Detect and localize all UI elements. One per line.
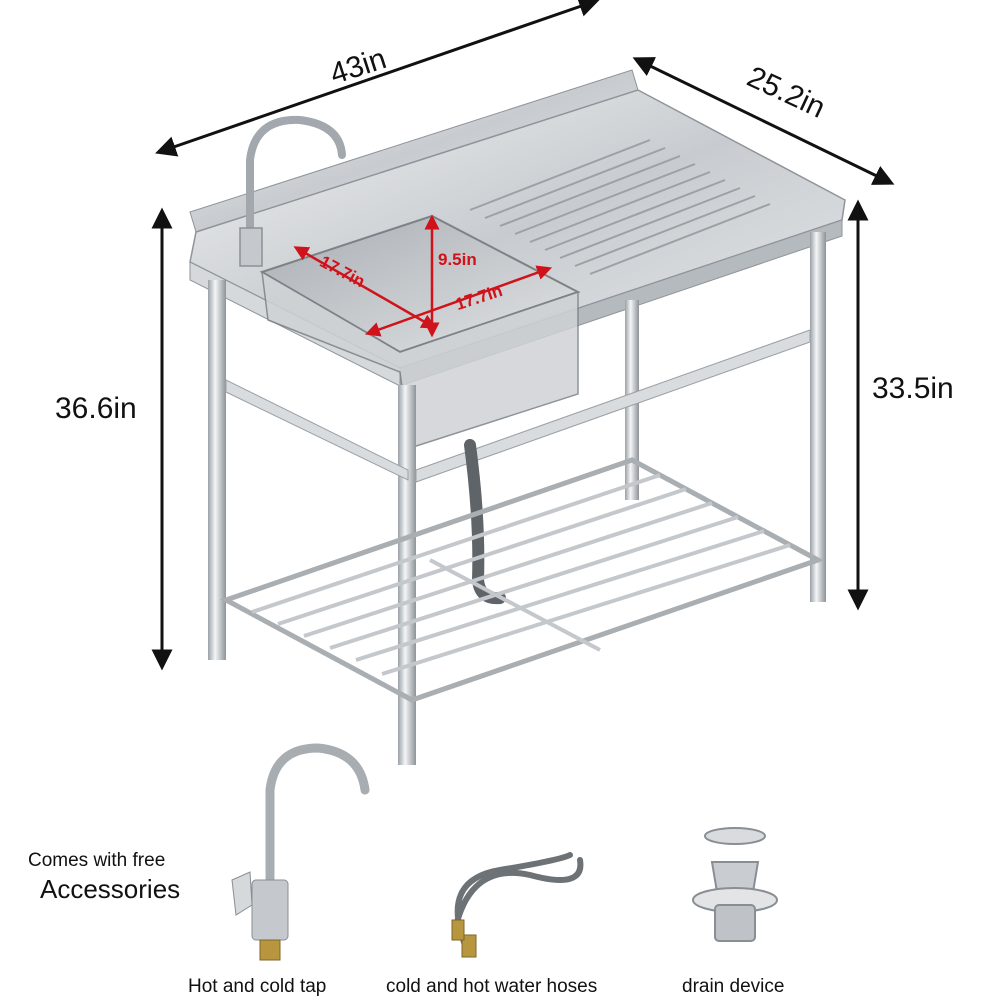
bottom-shelf — [219, 457, 825, 703]
accessories-intro: Comes with free — [28, 850, 166, 871]
total-height-dimension-label: 36.6in — [55, 392, 137, 425]
dimension-line-width — [155, 0, 600, 157]
drain-strainer-icon — [692, 827, 778, 942]
drainboard-grooves — [469, 139, 771, 275]
accessory-caption-drain: drain device — [682, 976, 785, 997]
shelf-slats — [251, 473, 791, 676]
basin-depth-label: 9.5in — [438, 250, 477, 269]
leg-front-right — [398, 385, 416, 765]
leg-front-left — [208, 280, 226, 660]
installed-faucet — [239, 115, 346, 267]
accessory-caption-hoses: cold and hot water hoses — [386, 976, 598, 997]
counter-height-dimension-label: 33.5in — [872, 372, 954, 405]
faucet-icon — [231, 743, 370, 961]
crossbar-upper — [225, 379, 409, 481]
leg-back-right — [810, 232, 826, 602]
dimension-line-depth — [632, 57, 895, 185]
accessories-heading: Accessories — [40, 874, 181, 904]
crossbar-upper-side — [415, 329, 811, 483]
accessory-caption-tap: Hot and cold tap — [188, 976, 327, 997]
basin-body — [261, 270, 579, 449]
hose-icon — [451, 852, 584, 958]
